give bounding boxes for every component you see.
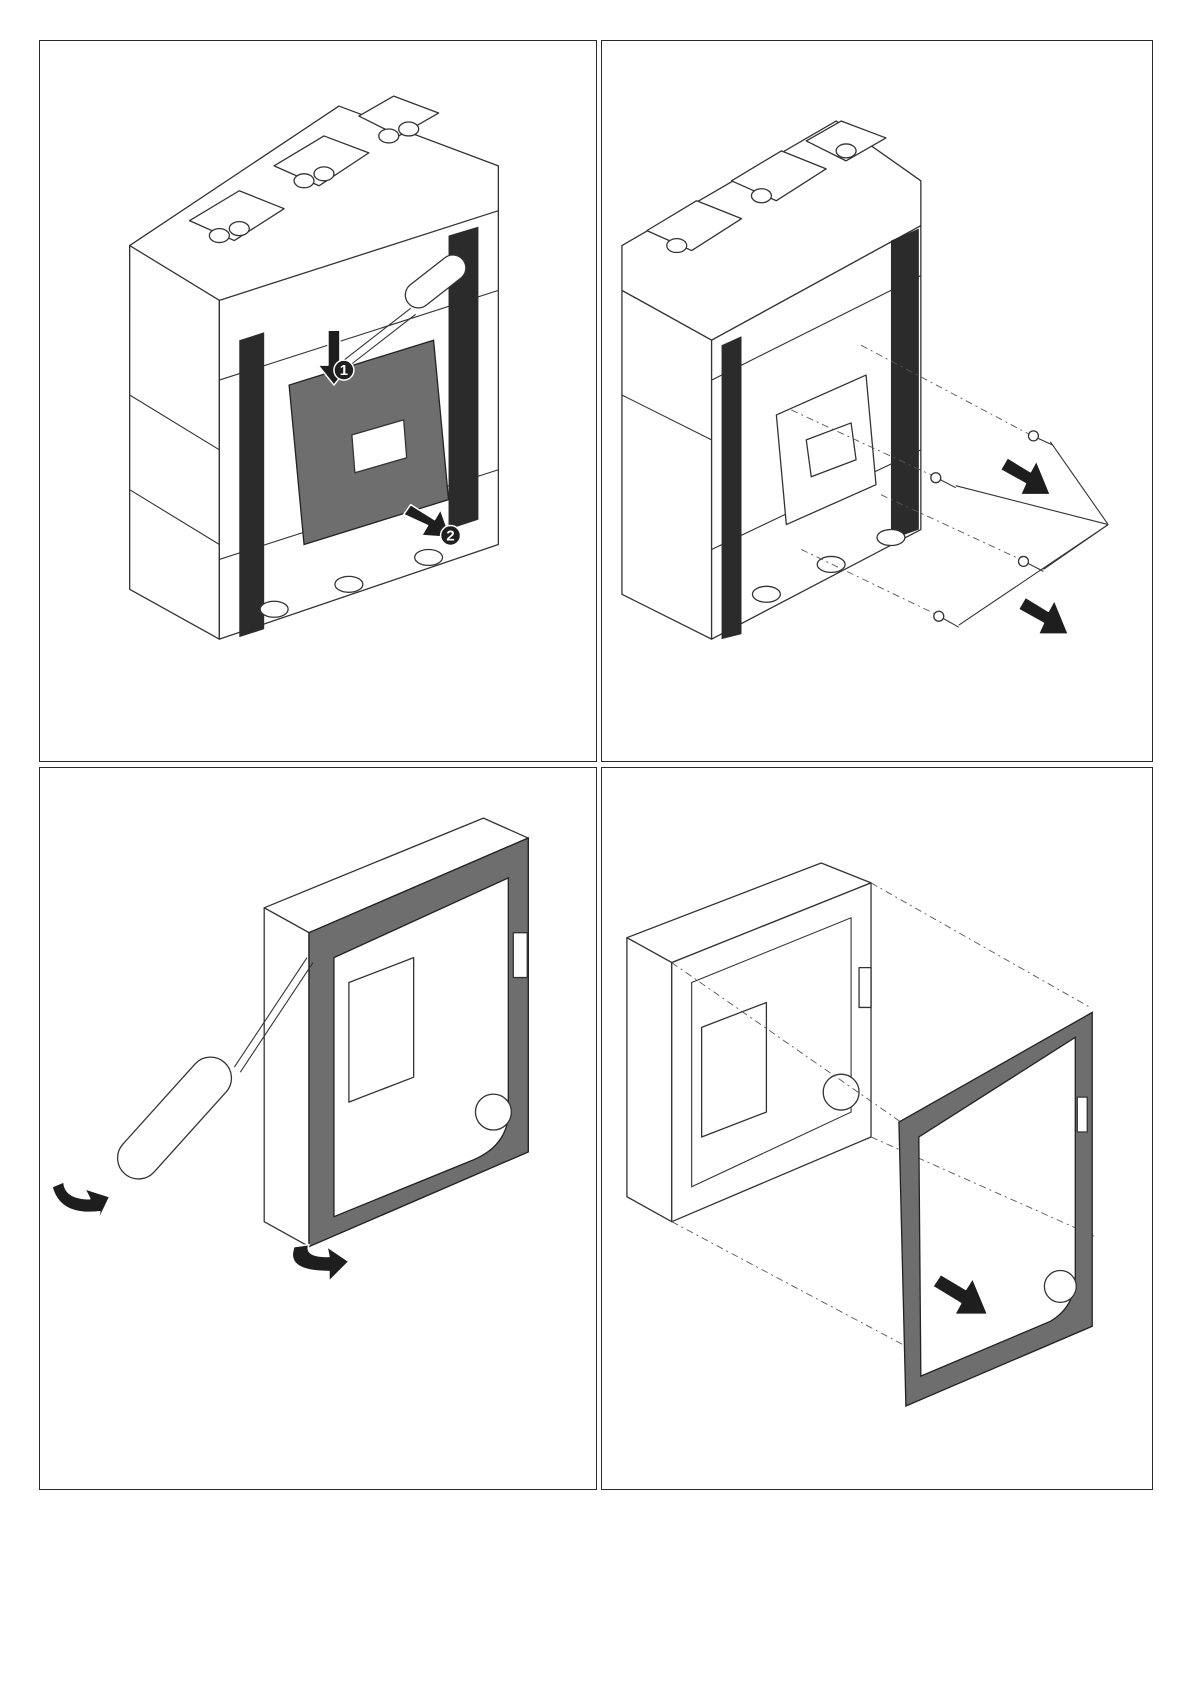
screw-removal-illustration [602, 41, 1152, 761]
bezel-prying-illustration [40, 768, 596, 1489]
callout-1: 1 [340, 362, 348, 379]
cover-housing [627, 863, 871, 1222]
cover-removal-illustration: 1 2 [40, 41, 596, 761]
bezel-clip [513, 933, 527, 978]
rotate-arrow-right [292, 1245, 349, 1282]
bezel-knob-hole [1044, 1270, 1076, 1302]
bezel-clip-slot [1077, 1097, 1087, 1132]
bezel-separation-illustration [602, 768, 1152, 1489]
step-panel-1: 1 2 [39, 40, 597, 762]
bezel-knob-hole [475, 1094, 511, 1130]
bezel-window [349, 958, 414, 1102]
direction-arrow-lower [1018, 597, 1068, 634]
step-panel-2 [601, 40, 1153, 762]
step-panel-3 [39, 767, 597, 1490]
bezel-frame [899, 1012, 1092, 1406]
step-panel-4 [601, 767, 1153, 1490]
rotate-arrow-left [52, 1182, 110, 1222]
direction-arrow [933, 1274, 988, 1314]
direction-arrow-upper [1001, 458, 1051, 495]
callout-2: 2 [446, 527, 454, 544]
